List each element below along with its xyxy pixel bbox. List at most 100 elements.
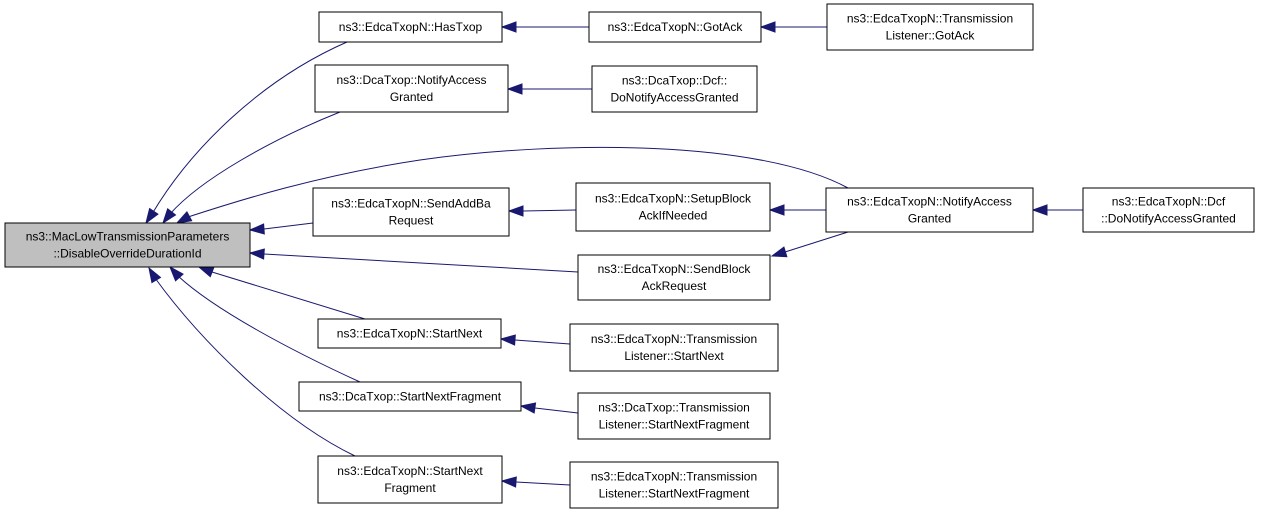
node-label-line: ns3::EdcaTxopN::Transmission — [847, 12, 1013, 26]
arrowhead — [500, 21, 517, 33]
edge-line — [154, 277, 356, 457]
node-box — [825, 187, 1034, 233]
node-edca-dcf-do-notify-access-granted[interactable]: ns3::EdcaTxopN::Dcf::DoNotifyAccessGrant… — [1082, 187, 1255, 233]
node-label-line: ns3::EdcaTxopN::StartNext — [337, 327, 483, 341]
node-dca-dcf-do-notify-access-granted[interactable]: ns3::DcaTxop::Dcf::DoNotifyAccessGranted — [591, 65, 758, 113]
arrowhead — [759, 21, 776, 33]
node-label-line: Listener::StartNextFragment — [599, 487, 750, 501]
node-box — [591, 65, 758, 113]
node-edca-start-next[interactable]: ns3::EdcaTxopN::StartNext — [317, 318, 502, 349]
edge-edca-dcf-do-notify-access-granted-to-edca-notify-access-granted — [1031, 204, 1083, 216]
node-label-line: AckIfNeeded — [639, 209, 708, 223]
edge-edca-start-next-to-mac-low-disable-override — [197, 266, 366, 320]
edge-edca-send-addba-request-to-mac-low-disable-override — [248, 222, 314, 235]
edge-line — [187, 146, 849, 218]
node-label-line: ns3::EdcaTxopN::HasTxop — [339, 20, 483, 34]
node-box — [577, 254, 771, 301]
node-label-line: Listener::StartNext — [624, 349, 724, 363]
node-label-line: Request — [389, 214, 434, 228]
node-edca-transmission-listener-start-next[interactable]: ns3::EdcaTxopN::TransmissionListener::St… — [569, 323, 779, 372]
node-label-line: ns3::DcaTxop::NotifyAccess — [336, 73, 486, 87]
arrowhead — [248, 248, 265, 260]
edge-line — [211, 271, 366, 320]
node-edca-gotack[interactable]: ns3::EdcaTxopN::GotAck — [588, 11, 762, 43]
node-dca-notify-access-granted[interactable]: ns3::DcaTxop::NotifyAccessGranted — [314, 64, 509, 113]
node-label-line: ns3::EdcaTxopN::StartNext — [337, 464, 483, 478]
edge-edca-start-next-fragment-to-mac-low-disable-override — [148, 266, 356, 457]
node-label-line: ns3::EdcaTxopN::Transmission — [591, 332, 757, 346]
node-label-line: Granted — [908, 212, 951, 226]
node-box — [826, 3, 1034, 51]
node-edca-hastxop[interactable]: ns3::EdcaTxopN::HasTxop — [318, 11, 503, 43]
node-box — [569, 323, 779, 372]
node-box — [314, 64, 509, 113]
edge-line — [151, 211, 155, 215]
edge-edca-notify-access-granted-to-edca-send-block-ack-request — [770, 231, 849, 258]
node-box — [575, 182, 771, 232]
arrowhead — [148, 266, 162, 284]
node-box — [577, 392, 771, 440]
node-box — [4, 222, 251, 268]
node-label-line: ns3::DcaTxop::Dcf:: — [622, 74, 727, 88]
arrowhead — [175, 211, 193, 224]
node-label-line: ns3::EdcaTxopN::GotAck — [608, 20, 744, 34]
node-box — [1082, 187, 1255, 233]
edge-line — [169, 111, 341, 215]
node-edca-transmission-listener-gotack[interactable]: ns3::EdcaTxopN::TransmissionListener::Go… — [826, 3, 1034, 51]
edge-line — [154, 277, 157, 281]
node-label-line: ns3::EdcaTxopN::SendAddBa — [331, 197, 491, 211]
node-box — [318, 11, 503, 43]
edge-edca-setup-block-ack-if-needed-to-edca-send-addba-request — [507, 205, 577, 217]
node-mac-low-disable-override[interactable]: ns3::MacLowTransmissionParameters::Disab… — [4, 222, 251, 268]
node-label-line: ::DisableOverrideDurationId — [53, 247, 201, 261]
edge-edca-transmission-listener-gotack-to-edca-gotack — [759, 21, 827, 33]
node-edca-transmission-listener-start-next-fragment[interactable]: ns3::EdcaTxopN::TransmissionListener::St… — [569, 461, 779, 509]
arrowhead — [506, 83, 523, 95]
node-label-line: ns3::EdcaTxopN::NotifyAccess — [847, 195, 1012, 209]
edge-edca-notify-access-granted-to-mac-low-disable-override — [175, 146, 849, 224]
arrowhead — [1031, 204, 1048, 216]
node-label-line: ns3::MacLowTransmissionParameters — [26, 230, 230, 244]
edge-line — [784, 231, 849, 253]
node-box — [312, 187, 510, 237]
edge-edca-transmission-listener-start-next-fragment-to-edca-start-next-fragment — [500, 476, 571, 488]
node-label-line: Fragment — [384, 481, 436, 495]
edge-edca-gotack-to-edca-hastxop — [500, 21, 589, 33]
node-box — [298, 381, 522, 412]
arrowhead — [507, 205, 524, 217]
node-label-line: Listener::StartNextFragment — [599, 418, 750, 432]
node-edca-notify-access-granted[interactable]: ns3::EdcaTxopN::NotifyAccessGranted — [825, 187, 1034, 233]
node-label-line: ns3::DcaTxop::StartNextFragment — [319, 390, 502, 404]
node-dca-transmission-listener-start-next-fragment[interactable]: ns3::DcaTxop::TransmissionListener::Star… — [577, 392, 771, 440]
edge-line — [177, 275, 180, 278]
node-dca-start-next-fragment[interactable]: ns3::DcaTxop::StartNextFragment — [298, 381, 522, 412]
edge-edca-send-block-ack-request-to-mac-low-disable-override — [248, 248, 579, 273]
node-label-line: ::DoNotifyAccessGranted — [1101, 212, 1236, 226]
arrowhead — [499, 334, 516, 346]
node-label-line: Listener::GotAck — [886, 29, 976, 43]
edge-line — [177, 275, 361, 383]
edge-dca-dcf-do-notify-access-granted-to-dca-notify-access-granted — [506, 83, 592, 95]
edge-dca-start-next-fragment-to-mac-low-disable-override — [169, 265, 361, 383]
edge-line — [169, 211, 172, 215]
arrowhead — [500, 476, 517, 488]
arrowhead — [162, 208, 177, 225]
node-edca-start-next-fragment[interactable]: ns3::EdcaTxopN::StartNextFragment — [317, 455, 503, 504]
edge-line — [263, 253, 579, 273]
edge-line — [522, 209, 577, 212]
edges-layer — [145, 21, 1083, 488]
node-label-line: ns3::EdcaTxopN::Transmission — [591, 470, 757, 484]
arrowhead — [519, 402, 537, 414]
arrowhead — [248, 223, 265, 235]
arrowhead — [145, 207, 159, 225]
node-box — [588, 11, 762, 43]
node-label-line: DoNotifyAccessGranted — [610, 91, 738, 105]
edge-line — [514, 339, 571, 345]
node-label-line: AckRequest — [642, 279, 707, 293]
node-box — [569, 461, 779, 509]
edge-edca-hastxop-to-mac-low-disable-override — [145, 41, 348, 225]
